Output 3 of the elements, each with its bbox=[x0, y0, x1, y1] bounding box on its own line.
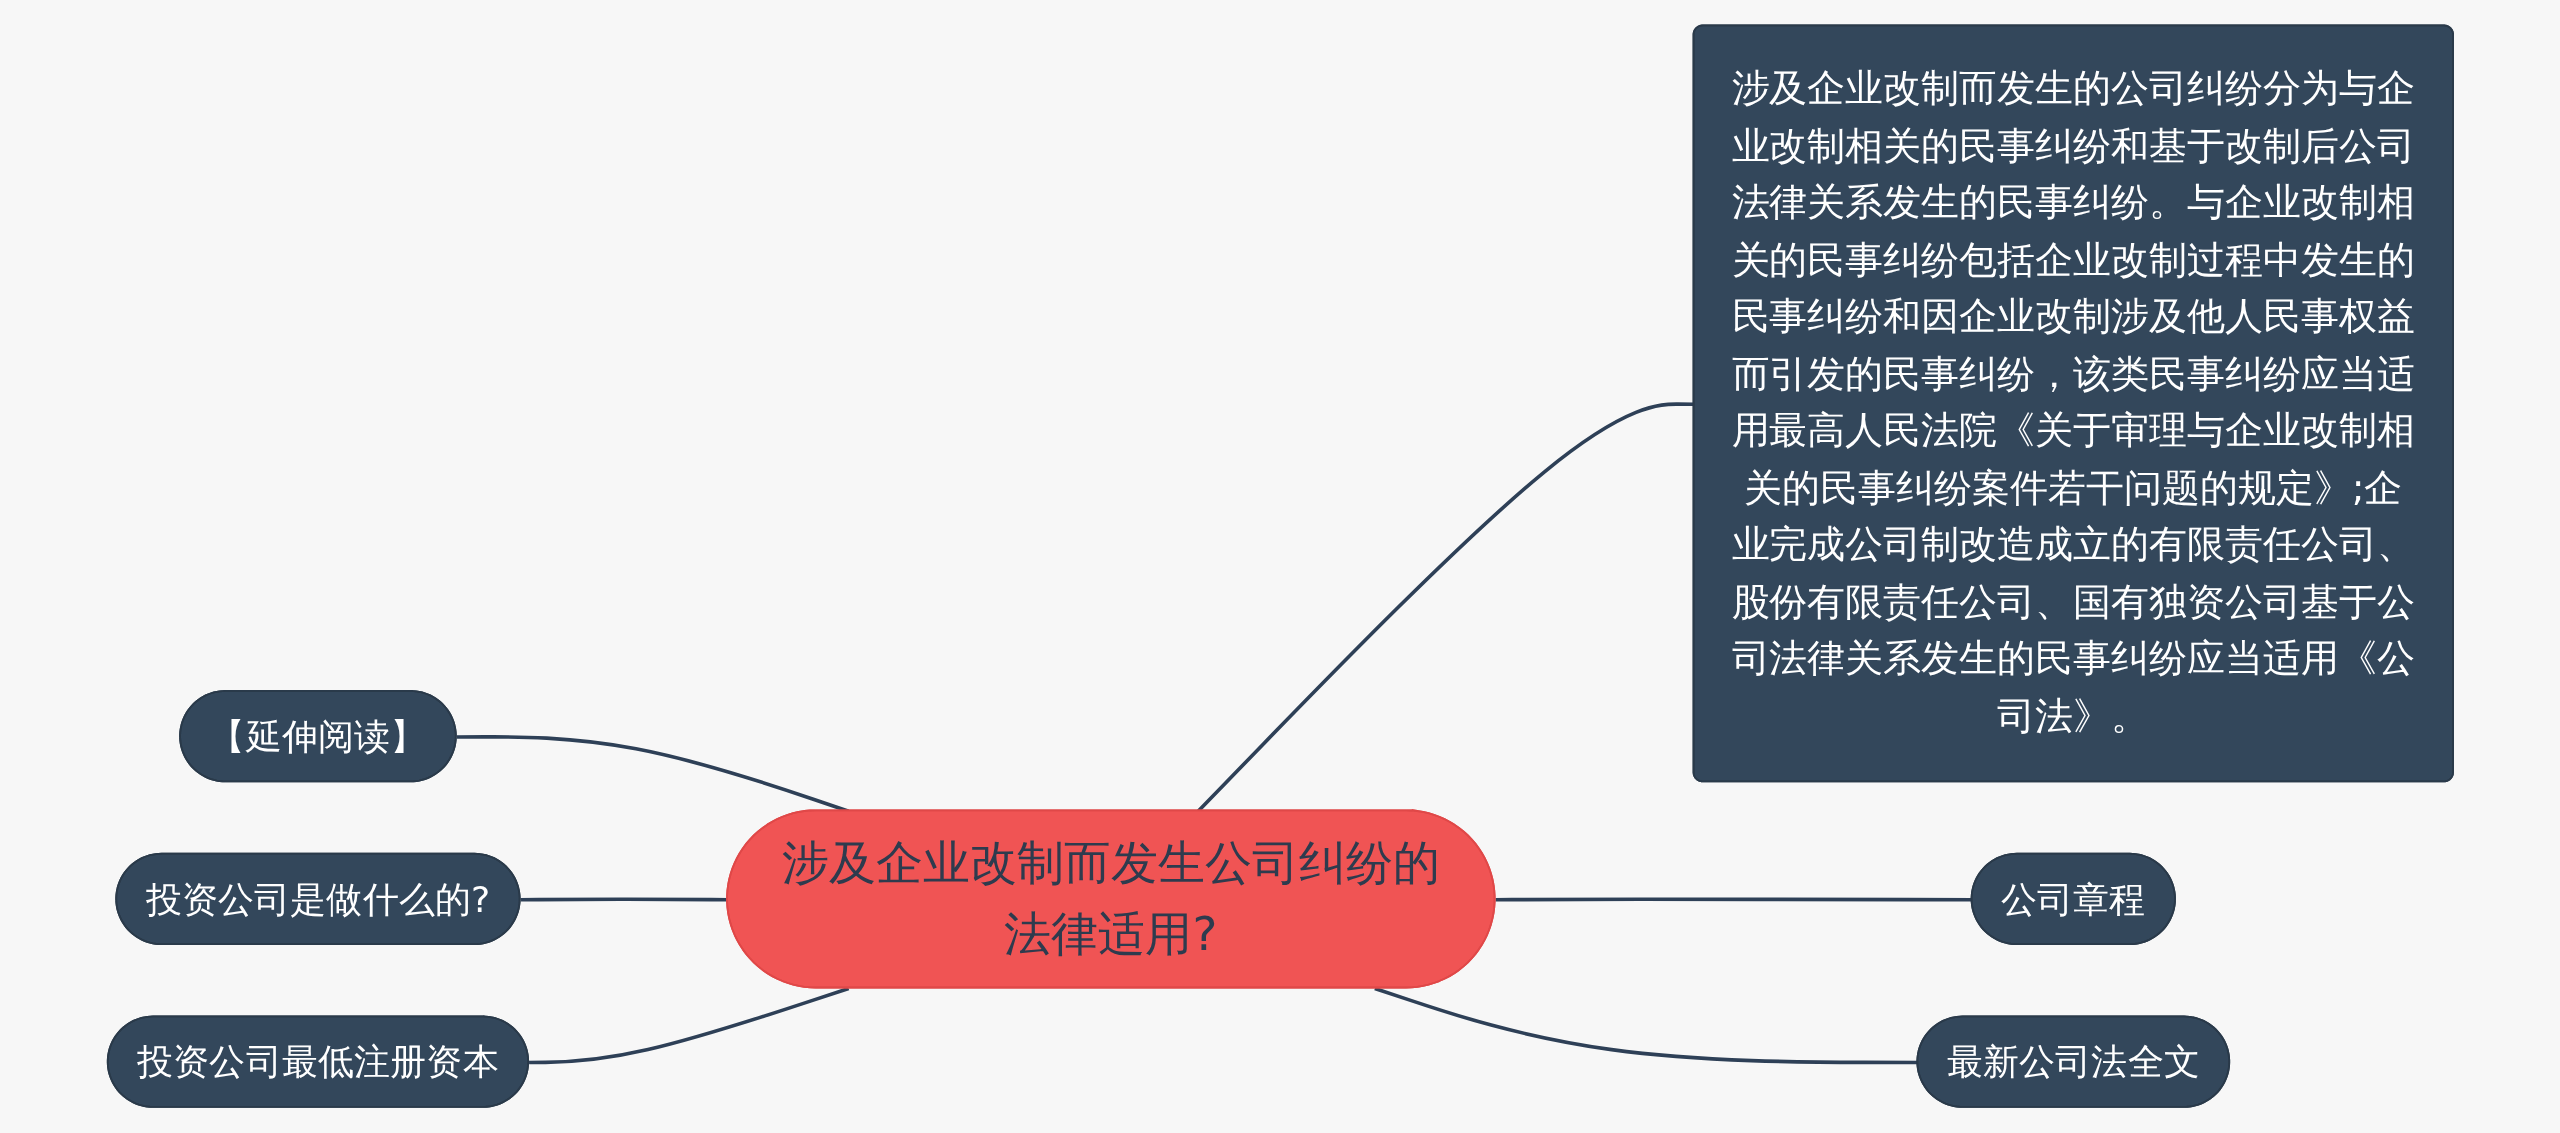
connector bbox=[520, 897, 728, 902]
connector bbox=[528, 987, 849, 1065]
connector bbox=[1373, 987, 1918, 1065]
